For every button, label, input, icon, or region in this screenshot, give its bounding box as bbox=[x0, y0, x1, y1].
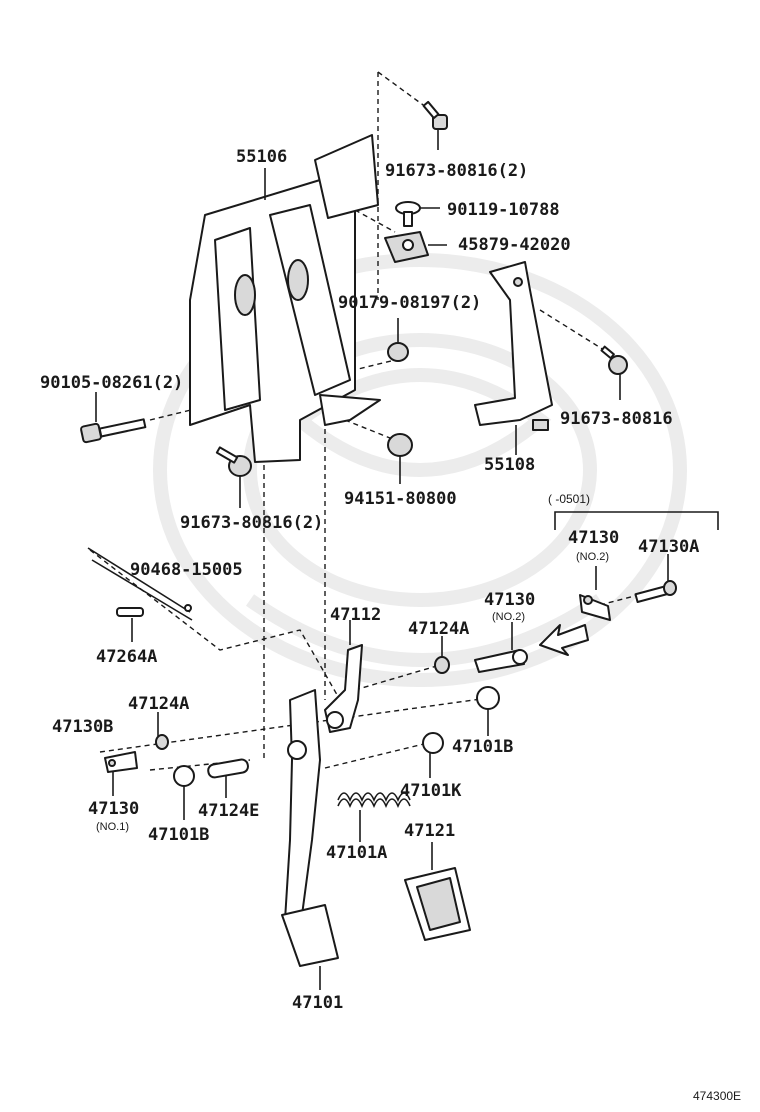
plate-47130-no2-top bbox=[579, 594, 611, 621]
bolt-91673-side bbox=[600, 345, 628, 375]
plate-47130-no1 bbox=[104, 751, 138, 773]
callout-labels: 55106 91673-80816(2) 90119-10788 45879-4… bbox=[40, 147, 741, 1103]
range-note: ( -0501) bbox=[548, 492, 590, 506]
bushing-47124A-left bbox=[155, 734, 169, 750]
bolt-91673-top bbox=[422, 100, 448, 130]
spring-47101A bbox=[337, 792, 411, 809]
label-47101: 47101 bbox=[292, 993, 343, 1013]
range-bracket bbox=[554, 511, 719, 530]
label-47264A: 47264A bbox=[96, 647, 157, 667]
label-47101K: 47101K bbox=[400, 781, 462, 801]
label-47130-mid: 47130 bbox=[484, 590, 535, 610]
label-no1: (NO.1) bbox=[96, 821, 129, 833]
clip-47101K bbox=[422, 732, 444, 754]
label-91673-80816-lower: 91673-80816(2) bbox=[180, 513, 323, 533]
pedal-arm-47101 bbox=[281, 689, 339, 967]
direction-arrow bbox=[539, 624, 589, 656]
bushing-47124A-right bbox=[434, 656, 450, 674]
label-91673-80816-side: 91673-80816 bbox=[560, 409, 673, 429]
label-leaders bbox=[95, 128, 669, 990]
nut-94151 bbox=[387, 433, 413, 457]
label-94151-80800: 94151-80800 bbox=[344, 489, 457, 509]
bolt-47130A bbox=[634, 580, 677, 604]
label-90105-08261: 90105-08261(2) bbox=[40, 373, 183, 393]
label-47124A-left: 47124A bbox=[128, 694, 189, 714]
cable-90468 bbox=[87, 547, 193, 621]
label-90179-08197: 90179-08197(2) bbox=[338, 293, 481, 313]
label-47124E: 47124E bbox=[198, 801, 259, 821]
label-no2-top: (NO.2) bbox=[576, 551, 609, 563]
label-45879-42020: 45879-42020 bbox=[458, 235, 571, 255]
label-47101A: 47101A bbox=[326, 843, 387, 863]
nut-90179 bbox=[387, 342, 409, 362]
label-47112: 47112 bbox=[330, 605, 381, 625]
pin-47124E bbox=[207, 758, 249, 779]
label-47124A-right: 47124A bbox=[408, 619, 469, 639]
label-47130A: 47130A bbox=[638, 537, 699, 557]
label-55106: 55106 bbox=[236, 147, 287, 167]
figure-code: 474300E bbox=[693, 1089, 741, 1103]
bolt-90119 bbox=[395, 201, 421, 227]
pedal-bracket-55106 bbox=[189, 134, 381, 463]
label-90468-15005: 90468-15005 bbox=[130, 560, 243, 580]
bracket-55108 bbox=[474, 261, 553, 431]
pedal-pad-47121 bbox=[404, 867, 471, 941]
bolt-90105 bbox=[80, 418, 147, 444]
label-47130-no1: 47130 bbox=[88, 799, 139, 819]
bolt-91673-lower bbox=[215, 446, 252, 477]
lever-47112 bbox=[324, 644, 363, 733]
label-91673-80816-top: 91673-80816(2) bbox=[385, 161, 528, 181]
label-47101B-left: 47101B bbox=[148, 825, 209, 845]
bushing-47101B-right bbox=[476, 686, 500, 710]
label-47130-top: 47130 bbox=[568, 528, 619, 548]
label-55108: 55108 bbox=[484, 455, 535, 475]
label-47121: 47121 bbox=[404, 821, 455, 841]
pin-47130-no2 bbox=[474, 649, 528, 673]
bushing-47101B-left bbox=[173, 765, 195, 787]
label-90119-10788: 90119-10788 bbox=[447, 200, 560, 220]
label-47130B: 47130B bbox=[52, 717, 113, 737]
label-no2-mid: (NO.2) bbox=[492, 611, 525, 623]
label-47101B-right: 47101B bbox=[452, 737, 513, 757]
nut-45879 bbox=[384, 231, 429, 263]
